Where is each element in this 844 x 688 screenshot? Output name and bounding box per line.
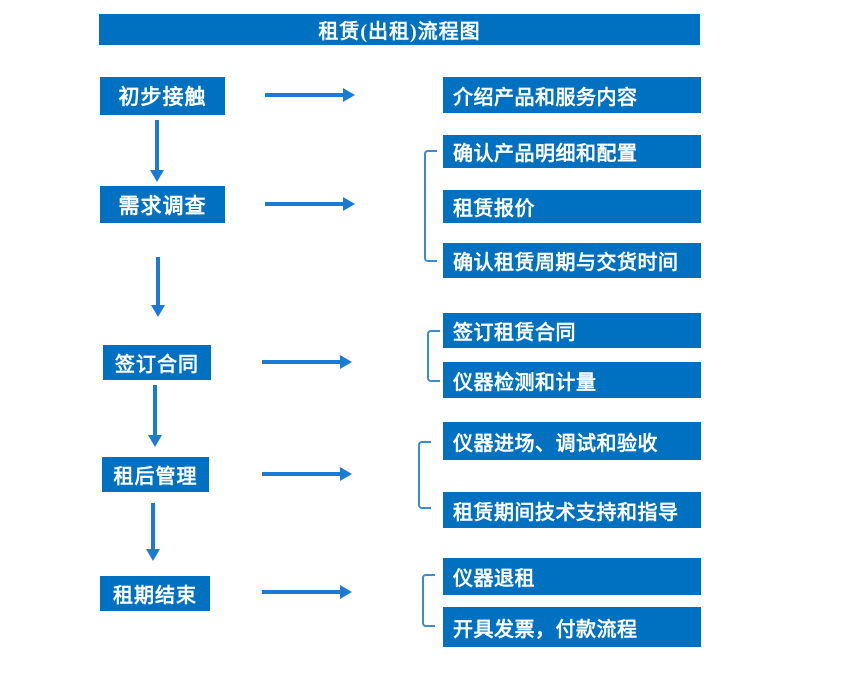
arrow-down-icon	[146, 503, 160, 561]
flowchart-title: 租赁(出租)流程图	[99, 14, 700, 45]
arrow-right-icon	[262, 467, 352, 481]
arrow-right-icon	[265, 88, 355, 102]
group-bracket	[422, 574, 435, 627]
detail-box-instrument-inspection: 仪器检测和计量	[443, 362, 701, 398]
group-bracket	[427, 330, 440, 382]
detail-box-instrument-return: 仪器退租	[443, 558, 701, 595]
detail-box-invoice-payment: 开具发票，付款流程	[443, 607, 701, 647]
step-box-post-rental-management: 租后管理	[102, 457, 209, 492]
detail-box-technical-support: 租赁期间技术支持和指导	[443, 492, 701, 528]
detail-box-sign-rental-contract: 签订租赁合同	[443, 313, 701, 348]
step-box-sign-contract: 签订合同	[103, 345, 211, 380]
arrow-right-icon	[265, 197, 355, 211]
detail-box-confirm-period-delivery: 确认租赁周期与交货时间	[443, 243, 701, 278]
arrow-down-icon	[148, 385, 162, 447]
detail-box-instrument-setup-acceptance: 仪器进场、调试和验收	[443, 422, 701, 460]
arrow-down-icon	[151, 257, 165, 317]
detail-box-rental-quotation: 租赁报价	[443, 190, 701, 223]
detail-box-introduce-products-services: 介绍产品和服务内容	[443, 77, 701, 113]
group-bracket	[418, 441, 431, 509]
arrow-right-icon	[262, 355, 352, 369]
detail-box-confirm-product-config: 确认产品明细和配置	[443, 135, 701, 168]
arrow-right-icon	[262, 585, 352, 599]
step-box-lease-end: 租期结束	[100, 576, 210, 611]
arrow-down-icon	[150, 120, 164, 182]
step-box-initial-contact: 初步接触	[100, 77, 225, 115]
group-bracket	[424, 150, 437, 262]
step-box-demand-survey: 需求调查	[100, 186, 225, 223]
